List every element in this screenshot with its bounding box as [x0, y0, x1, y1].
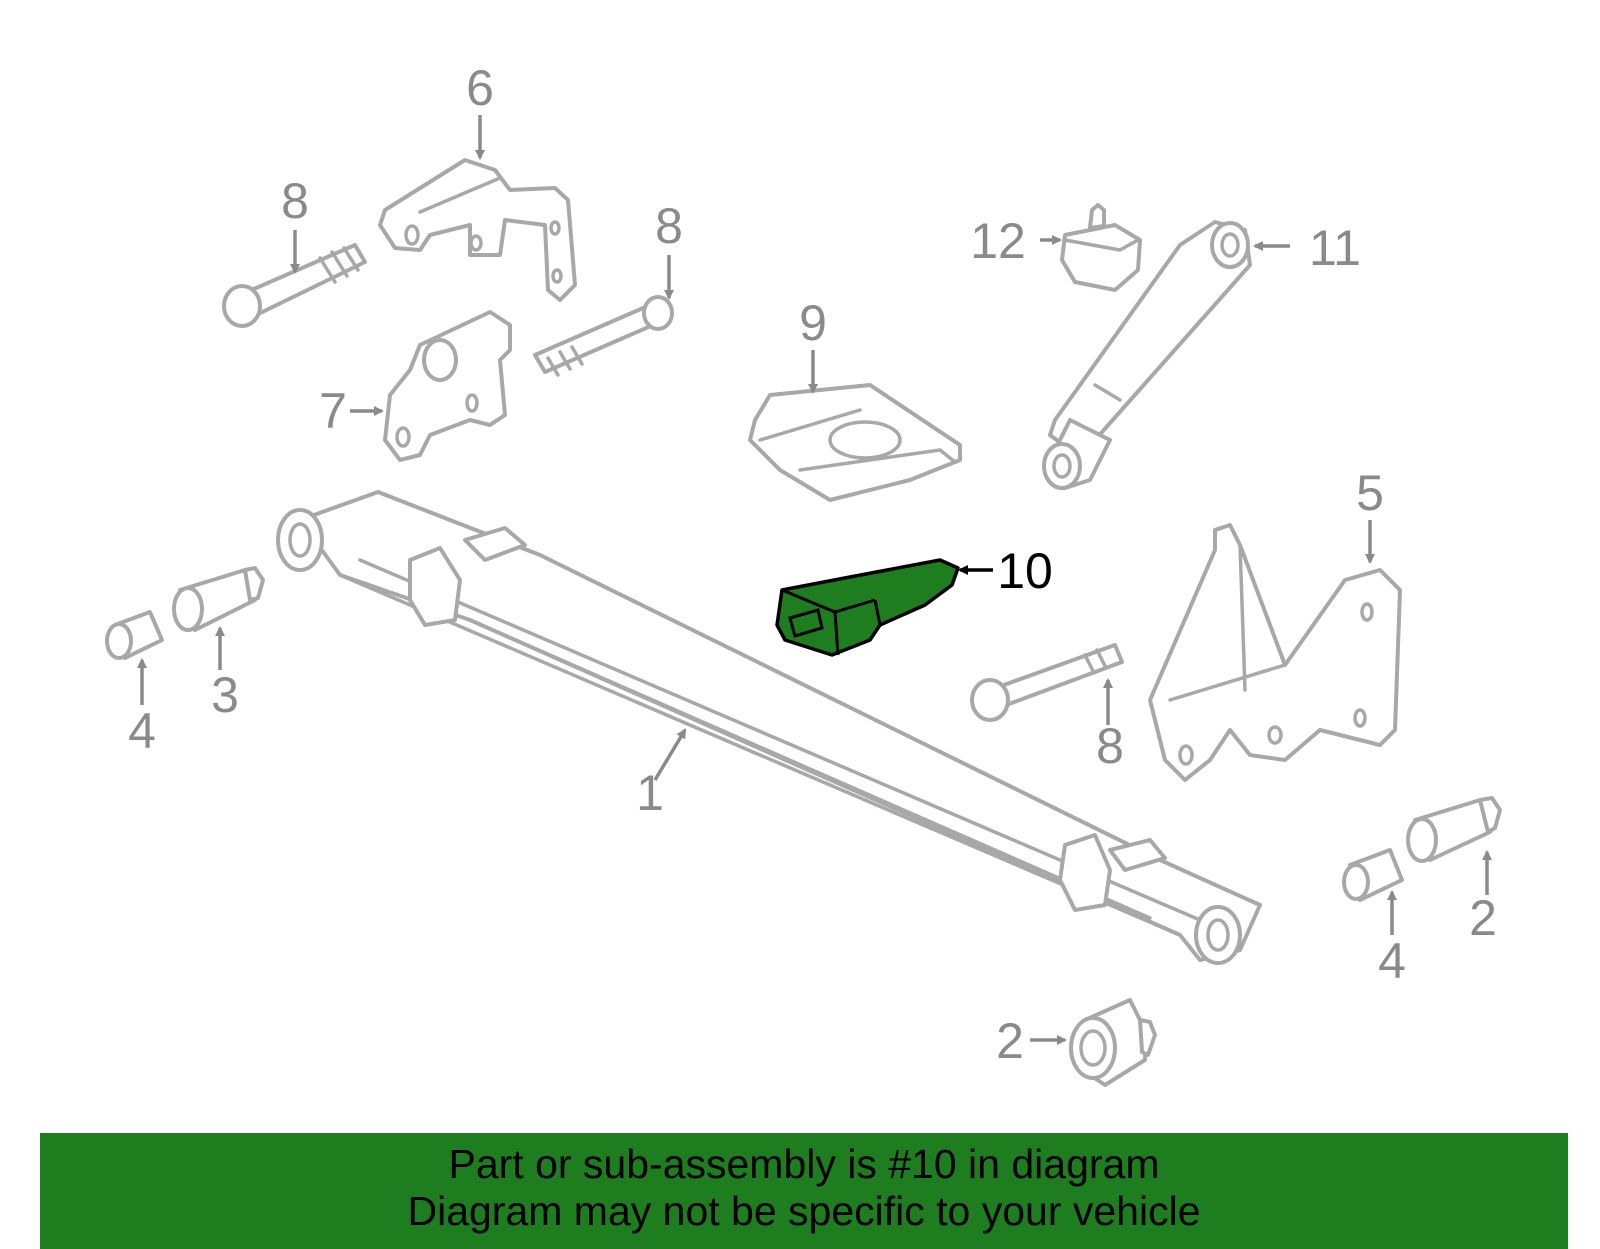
spring-shackle	[383, 310, 512, 462]
spring-hanger-bracket	[378, 158, 577, 302]
leaf-spring	[276, 490, 1262, 965]
bushing-2-bottom	[1069, 998, 1157, 1087]
callout-1: 1	[636, 765, 664, 821]
highlighted-part-10	[775, 558, 960, 657]
parts-diagram: 6 8 8 7 9 12 11 5 10 1 3 4 8 2 4 2	[105, 60, 1502, 1087]
callout-2-bottom: 2	[996, 1013, 1024, 1069]
bolt-upper-right	[533, 295, 674, 377]
bushing-2-right	[1406, 796, 1502, 863]
bushing-4-right	[1342, 848, 1404, 902]
callout-3: 3	[211, 667, 239, 723]
callout-8-lower: 8	[1096, 718, 1124, 774]
callout-labels: 6 8 8 7 9 12 11 5 10 1 3 4 8 2 4 2	[128, 60, 1497, 1069]
callout-7: 7	[319, 383, 347, 439]
callout-6: 6	[466, 60, 494, 116]
bump-stop	[1060, 203, 1142, 292]
callout-12: 12	[970, 213, 1026, 269]
rear-spring-hanger	[1148, 523, 1402, 782]
bushing-4-left	[105, 610, 164, 660]
leader-lines	[137, 115, 1492, 1045]
banner-line-1: Part or sub-assembly is #10 in diagram	[448, 1141, 1160, 1187]
callout-8-upper-left: 8	[281, 173, 309, 229]
callout-8-upper-right: 8	[655, 198, 683, 254]
bolt-upper-left	[222, 243, 367, 328]
spring-seat-plate	[748, 383, 962, 502]
bushing-3-left	[172, 566, 265, 632]
part-info-banner: Part or sub-assembly is #10 in diagram D…	[40, 1133, 1568, 1249]
shock-absorber	[1042, 220, 1252, 490]
callout-11: 11	[1309, 220, 1361, 276]
callout-4-right: 4	[1378, 933, 1406, 989]
callout-2-right: 2	[1469, 890, 1497, 946]
callout-9: 9	[799, 295, 827, 351]
bolt-lower-right	[970, 643, 1124, 722]
banner-line-2: Diagram may not be specific to your vehi…	[407, 1188, 1201, 1234]
callout-4-left: 4	[128, 703, 156, 759]
callout-5: 5	[1356, 465, 1384, 521]
callout-10: 10	[997, 543, 1053, 599]
